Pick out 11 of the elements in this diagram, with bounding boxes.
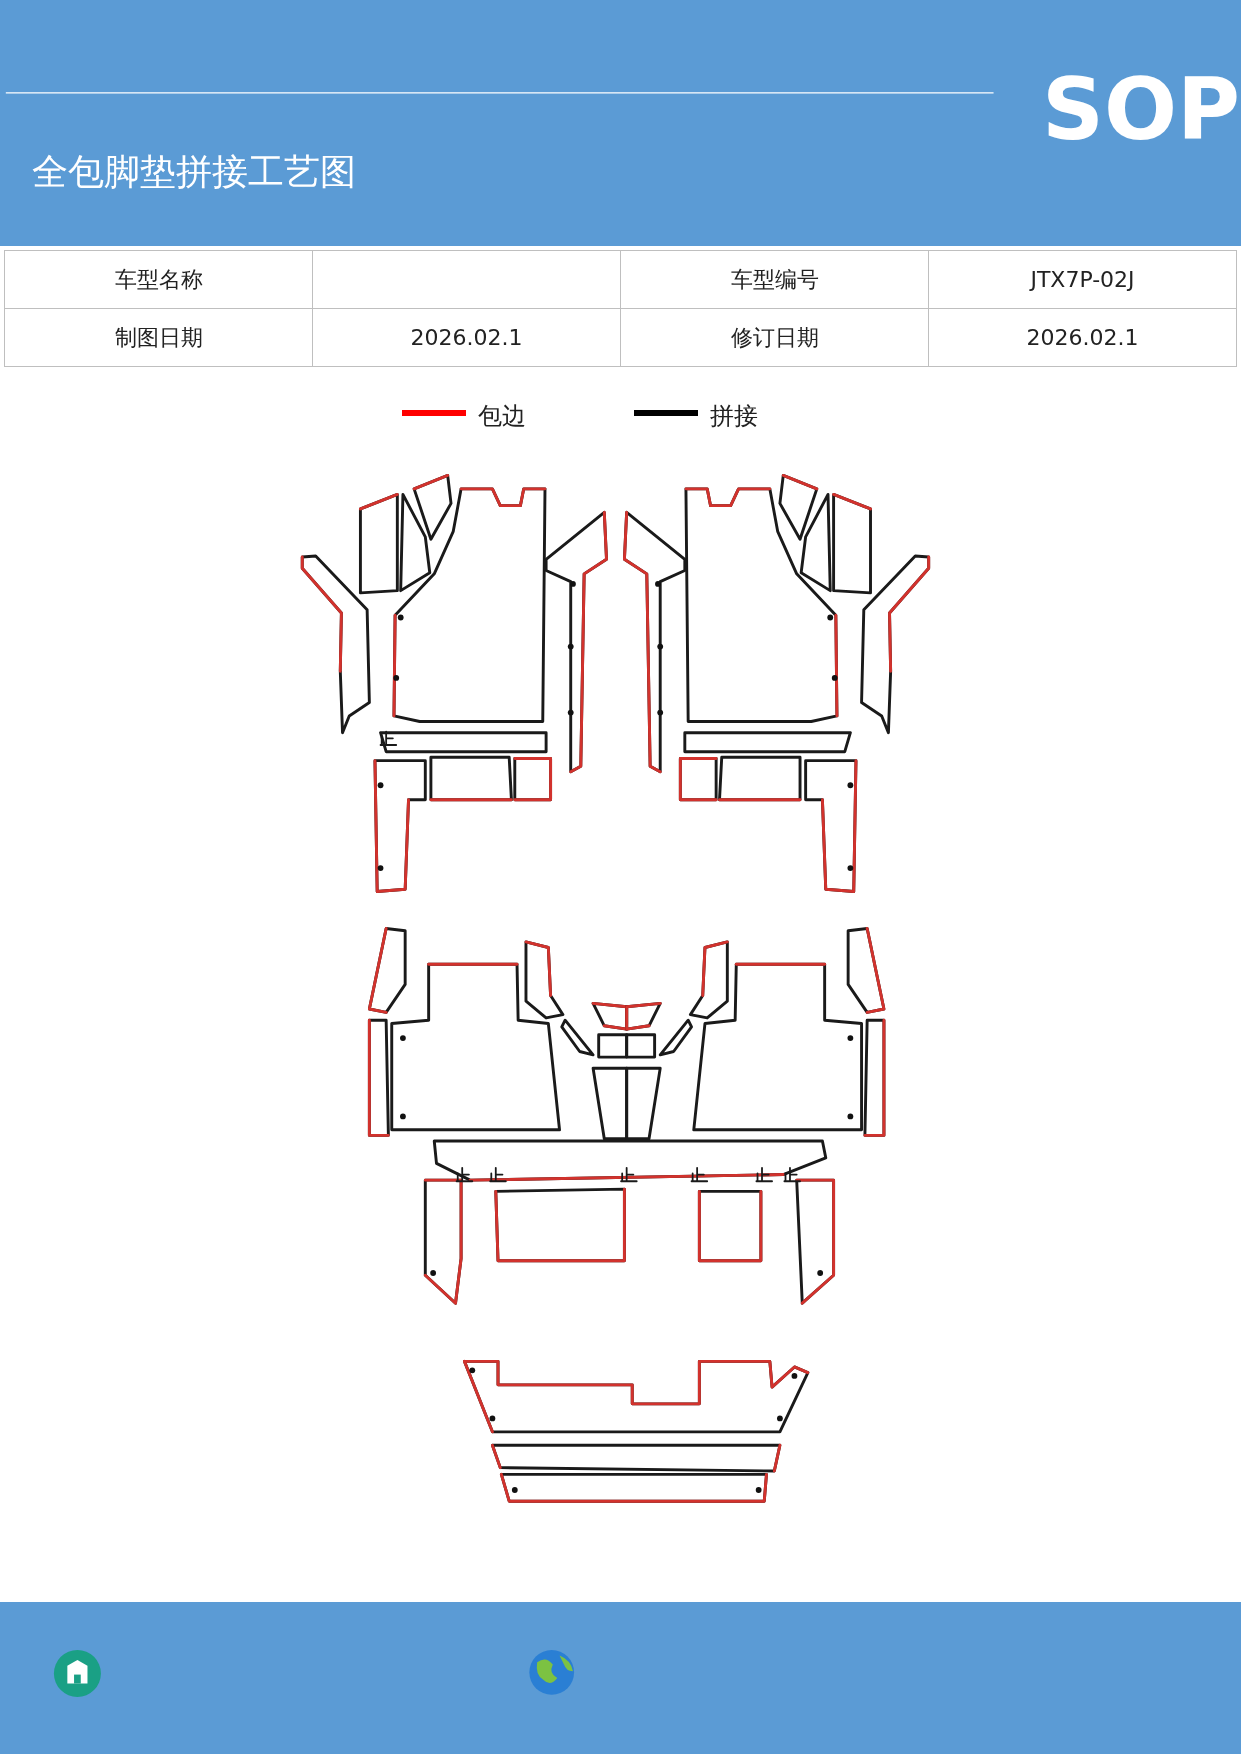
table-cell: 制图日期 [4,308,313,367]
table-cell: 修订日期 [620,308,929,367]
page-title: 全包脚垫拼接工艺图 [32,150,356,194]
table-cell: JTX7P-02J [928,250,1237,309]
table-cell: 车型名称 [4,250,313,309]
table-cell: 2026.02.1 [312,308,621,367]
legend-text: 拼接 [710,401,758,432]
table-cell: 车型编号 [620,250,929,309]
table-cell: 2026.02.1 [928,308,1237,367]
document-type-label: SOP [1042,66,1241,152]
legend-text: 包边 [478,401,526,432]
